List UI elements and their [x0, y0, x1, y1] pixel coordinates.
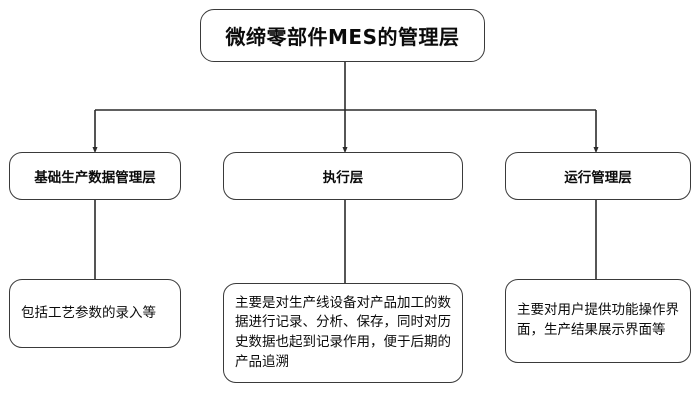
node-title: 微缔零部件MES的管理层 [200, 9, 485, 62]
node-title-label: 微缔零部件MES的管理层 [225, 25, 460, 49]
node-detail-text: 主要是对生产线设备对产品加工的数据进行记录、分析、保存，同时对历史数据也起到记录… [235, 294, 451, 370]
node-branch-basic-production-data: 基础生产数据管理层 [9, 152, 181, 200]
node-detail-text: 主要对用户提供功能操作界面，生产结果展示界面等 [517, 302, 679, 338]
node-branch-operation-management: 运行管理层 [505, 152, 691, 200]
node-detail-execution: 主要是对生产线设备对产品加工的数据进行记录、分析、保存，同时对历史数据也起到记录… [223, 283, 463, 383]
node-branch-label: 运行管理层 [564, 170, 632, 186]
node-branch-label: 执行层 [322, 170, 364, 186]
node-detail-text: 包括工艺参数的录入等 [21, 304, 156, 321]
node-branch-label: 基础生产数据管理层 [34, 170, 156, 186]
node-detail-basic-production-data: 包括工艺参数的录入等 [9, 279, 181, 348]
node-detail-operation-management: 主要对用户提供功能操作界面，生产结果展示界面等 [505, 279, 691, 363]
node-branch-execution: 执行层 [223, 152, 463, 200]
